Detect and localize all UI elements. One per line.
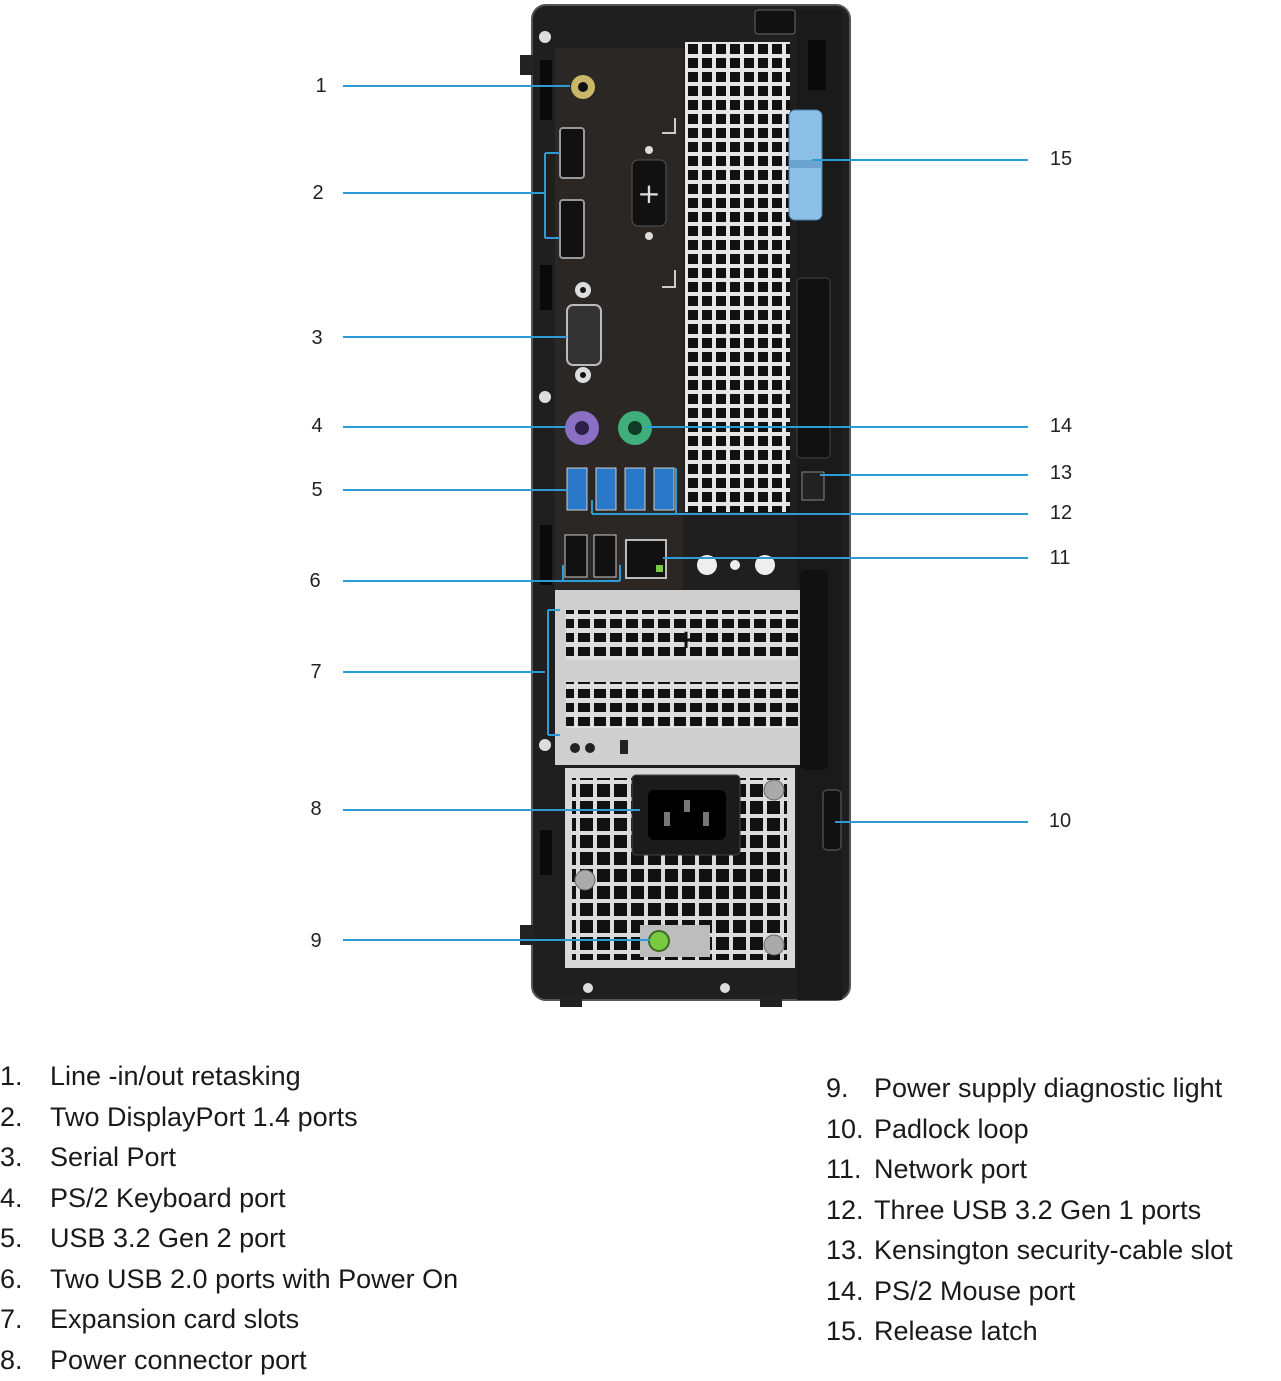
legend-item: 12. Three USB 3.2 Gen 1 ports	[826, 1190, 1233, 1231]
legend-item: 13. Kensington security-cable slot	[826, 1230, 1233, 1271]
legend-number: 5.	[0, 1223, 23, 1253]
legend-number: 1.	[0, 1061, 23, 1091]
legend-item: 3. Serial Port	[0, 1137, 458, 1178]
legend-label: PS/2 Keyboard port	[50, 1182, 286, 1213]
serial-port	[566, 304, 602, 366]
callout-7: 7	[310, 661, 322, 683]
legend-item: 7. Expansion card slots	[0, 1299, 458, 1340]
displayport-2	[559, 199, 585, 259]
displayport-1	[559, 127, 585, 179]
legend-item: 11. Network port	[826, 1149, 1233, 1190]
callout-11: 11	[1049, 547, 1071, 569]
legend-item: 14. PS/2 Mouse port	[826, 1271, 1233, 1312]
legend-item: 1. Line -in/out retasking	[0, 1056, 458, 1097]
legend-item: 4. PS/2 Keyboard port	[0, 1178, 458, 1219]
legend-item: 2. Two DisplayPort 1.4 ports	[0, 1097, 458, 1138]
svg-text:+: +	[675, 625, 697, 655]
legend-number: 10.	[826, 1113, 864, 1144]
chassis-illustration: +	[343, 4, 1028, 1007]
legend-number: 13.	[826, 1235, 864, 1265]
callout-4: 4	[311, 415, 323, 437]
callout-15: 15	[1049, 148, 1073, 170]
callout-12: 12	[1049, 502, 1073, 524]
legend-label: Kensington security-cable slot	[874, 1235, 1233, 1265]
callout-14: 14	[1049, 415, 1073, 437]
callout-5: 5	[311, 479, 323, 501]
usb2-port-b	[593, 534, 617, 578]
usb3-gen1-port-c	[653, 467, 675, 511]
legend-number: 14.	[826, 1275, 864, 1306]
callout-10: 10	[1048, 810, 1072, 832]
legend-label: Two USB 2.0 ports with Power On	[50, 1263, 459, 1294]
legend-label: Release latch	[874, 1316, 1038, 1346]
legend-item: 5. USB 3.2 Gen 2 port	[0, 1218, 458, 1259]
legend-item: 9. Power supply diagnostic light	[826, 1068, 1233, 1109]
legend-label: PS/2 Mouse port	[874, 1275, 1076, 1306]
callout-1: 1	[315, 75, 327, 97]
callout-13: 13	[1049, 462, 1073, 484]
legend-label: Expansion card slots	[50, 1304, 300, 1334]
kensington-slot	[801, 471, 825, 501]
computer-rear-diagram: +	[309, 4, 1073, 1007]
legend-label: Network port	[874, 1154, 1028, 1184]
legend-item: 6. Two USB 2.0 ports with Power On	[0, 1259, 458, 1300]
legend-item: 15. Release latch	[826, 1311, 1233, 1352]
expansion-slot-1	[566, 610, 798, 660]
expansion-slot-2	[566, 682, 798, 728]
callout-6: 6	[309, 570, 321, 592]
legend-number: 9.	[826, 1073, 849, 1103]
legend-label: Padlock loop	[874, 1113, 1029, 1144]
callout-9: 9	[310, 930, 322, 952]
usb2-port-a	[564, 534, 588, 578]
callout-8: 8	[310, 798, 322, 820]
legend-label: Power supply diagnostic light	[874, 1073, 1223, 1103]
usb3-gen1-port-b	[624, 467, 646, 511]
legend-right: 9. Power supply diagnostic light 10. Padlo…	[826, 1068, 1233, 1352]
legend-label: Line -in/out retasking	[50, 1061, 301, 1091]
legend-number: 8.	[0, 1344, 23, 1375]
legend-label: Serial Port	[50, 1142, 177, 1172]
legend-number: 11.	[826, 1154, 862, 1184]
upper-vent	[685, 42, 790, 512]
padlock-loop	[822, 789, 842, 851]
legend-number: 15.	[826, 1316, 864, 1346]
top-tab	[754, 9, 796, 35]
legend-left: 1. Line -in/out retasking 2. Two DisplayPo…	[0, 1056, 458, 1380]
legend-number: 7.	[0, 1304, 23, 1334]
usb3-gen2-port	[566, 467, 588, 511]
legend-item: 8. Power connector port	[0, 1340, 458, 1381]
legend-label: Two DisplayPort 1.4 ports	[50, 1101, 358, 1132]
legend-number: 3.	[0, 1142, 23, 1172]
legend-number: 4.	[0, 1182, 23, 1213]
legend-number: 6.	[0, 1263, 23, 1294]
legend-number: 2.	[0, 1101, 23, 1132]
legend-number: 12.	[826, 1194, 864, 1225]
network-port	[625, 539, 667, 579]
legend-label: Three USB 3.2 Gen 1 ports	[874, 1194, 1202, 1225]
callout-3: 3	[311, 327, 323, 349]
usb3-gen1-port-a	[595, 467, 617, 511]
callout-2: 2	[312, 182, 324, 204]
legend-label: USB 3.2 Gen 2 port	[50, 1223, 286, 1253]
svg-text:+: +	[637, 177, 660, 210]
diagnostic-light	[648, 930, 670, 952]
legend-label: Power connector port	[50, 1344, 307, 1375]
legend-item: 10. Padlock loop	[826, 1109, 1233, 1150]
